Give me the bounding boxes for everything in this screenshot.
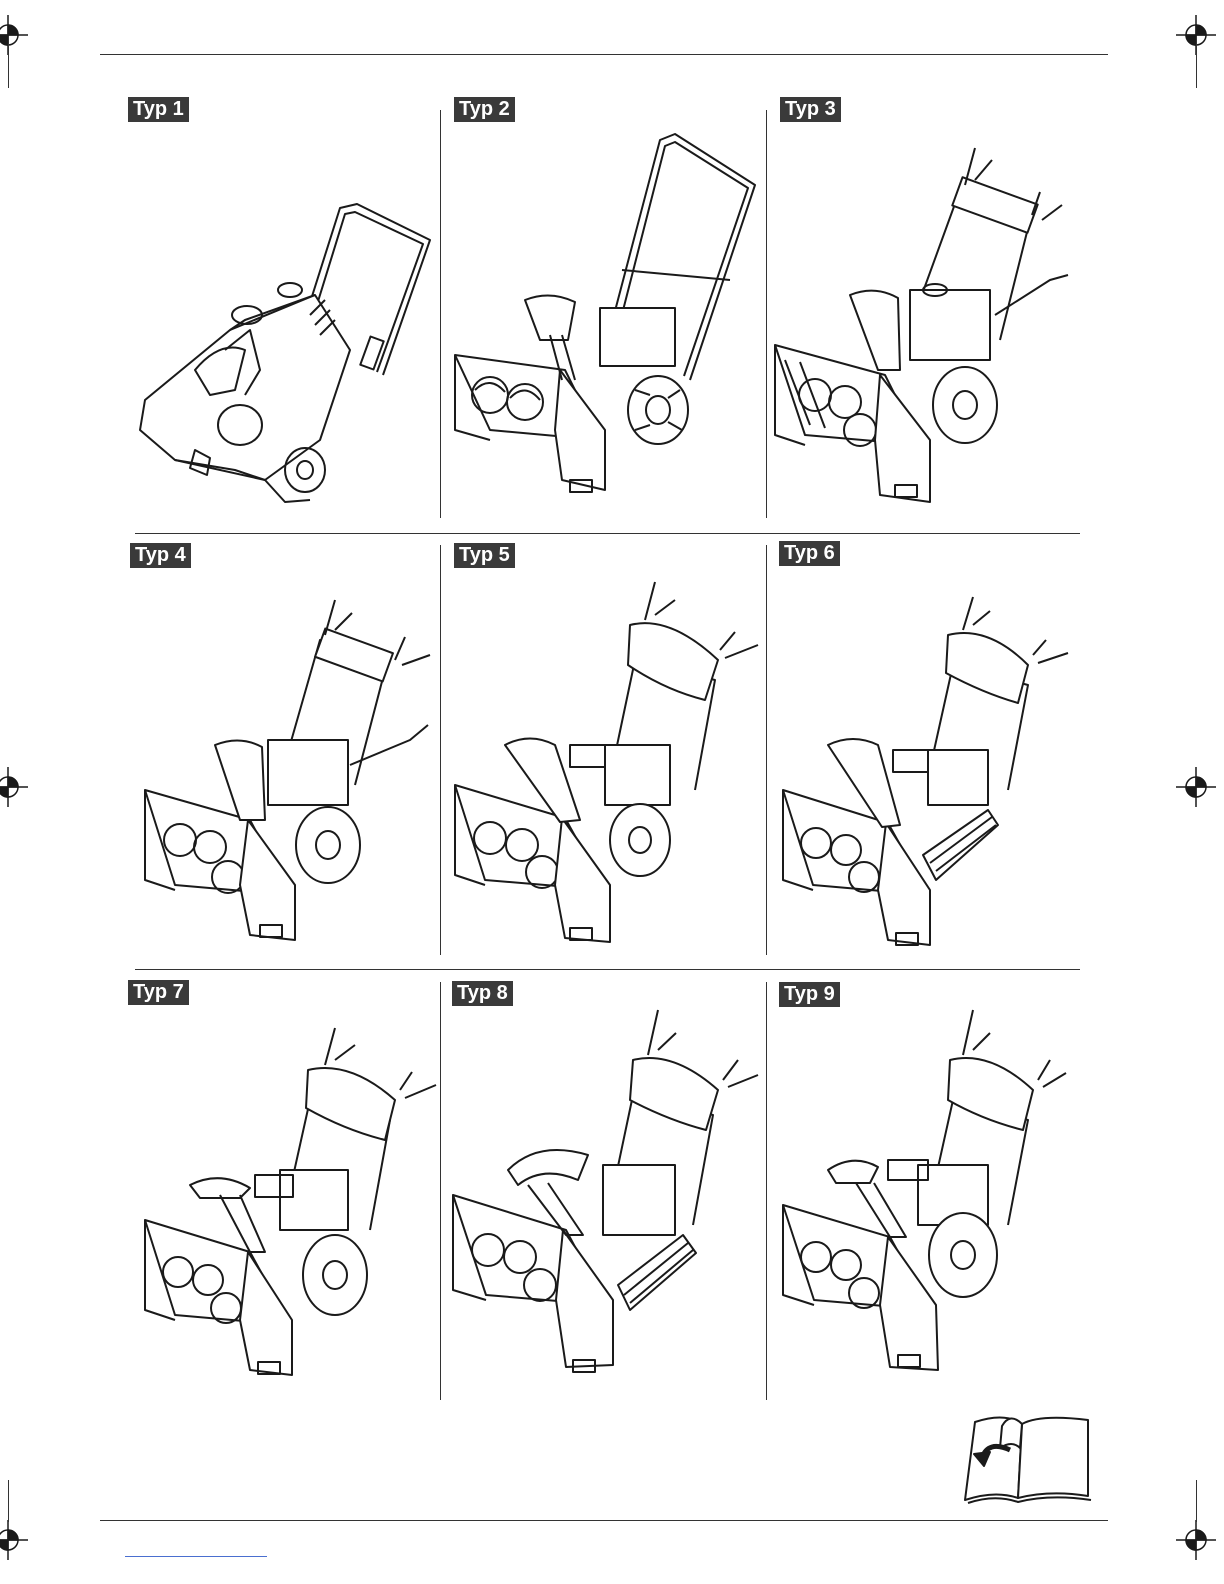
- snow-thrower-illustration: [448, 1005, 763, 1380]
- snow-thrower-illustration: [450, 580, 765, 950]
- snow-thrower-illustration: [778, 595, 1078, 950]
- col-divider: [766, 545, 767, 955]
- registration-mark-icon: [1176, 1520, 1216, 1560]
- type-label: Typ 7: [128, 980, 189, 1005]
- crop-mark: [1196, 40, 1197, 88]
- snow-thrower-illustration: [135, 200, 435, 505]
- registration-mark-icon: [0, 15, 28, 55]
- snow-thrower-illustration: [140, 595, 440, 945]
- col-divider: [440, 110, 441, 518]
- type-label: Typ 3: [780, 97, 841, 122]
- snow-thrower-illustration: [450, 130, 760, 500]
- col-divider: [766, 982, 767, 1400]
- crop-mark: [1196, 1480, 1197, 1522]
- type-label: Typ 9: [779, 982, 840, 1007]
- registration-mark-icon: [0, 767, 28, 807]
- type-label: Typ 8: [452, 981, 513, 1006]
- registration-mark-icon: [0, 1520, 28, 1560]
- top-rule: [100, 54, 1108, 55]
- snow-thrower-illustration: [770, 140, 1080, 505]
- type-label: Typ 5: [454, 543, 515, 568]
- registration-mark-icon: [1176, 767, 1216, 807]
- row-divider-1: [135, 533, 1080, 534]
- col-divider: [440, 545, 441, 955]
- snow-thrower-illustration: [778, 1005, 1078, 1380]
- crop-mark: [8, 40, 9, 88]
- type-label: Typ 1: [128, 97, 189, 122]
- col-divider: [440, 982, 441, 1400]
- type-label: Typ 6: [779, 541, 840, 566]
- row-divider-2: [135, 969, 1080, 970]
- type-label: Typ 4: [130, 543, 191, 568]
- col-divider: [766, 110, 767, 518]
- crop-mark: [8, 1480, 9, 1522]
- snow-thrower-illustration: [140, 1020, 440, 1380]
- footer-underline: [125, 1556, 267, 1557]
- type-label: Typ 2: [454, 97, 515, 122]
- read-manual-book-icon: [960, 1410, 1095, 1505]
- bottom-rule: [100, 1520, 1108, 1521]
